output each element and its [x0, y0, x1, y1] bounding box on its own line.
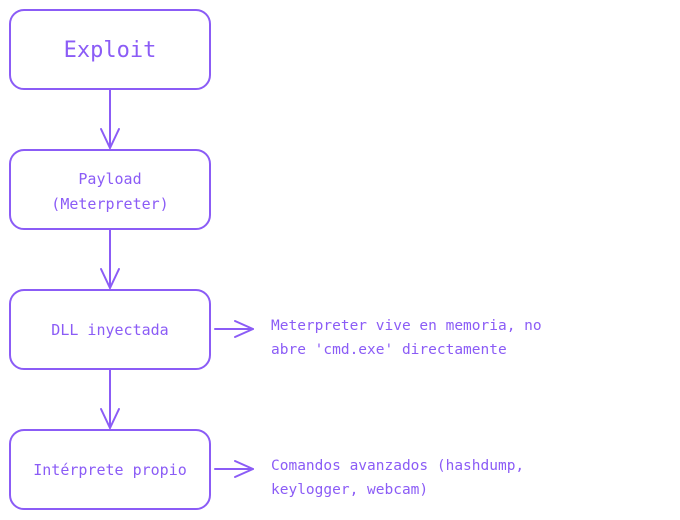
- arrow-dll-to-interpreter: [100, 369, 120, 429]
- commands-note-line1: Comandos avanzados (hashdump,: [271, 458, 524, 474]
- arrow-interpreter-to-note: [214, 460, 254, 478]
- node-label-interpreter: Intérprete propio: [33, 461, 187, 479]
- node-label-dll: DLL inyectada: [51, 321, 168, 339]
- node-label-payload-line2: (Meterpreter): [51, 195, 168, 213]
- arrow-exploit-to-payload: [100, 89, 120, 149]
- memory-note-line1: Meterpreter vive en memoria, no: [271, 318, 542, 334]
- memory-note-line2: abre 'cmd.exe' directamente: [271, 342, 507, 358]
- node-label-exploit: Exploit: [64, 38, 157, 63]
- node-box-interpreter: [9, 429, 211, 510]
- commands-note-line2: keylogger, webcam): [271, 482, 428, 498]
- arrow-payload-to-dll: [100, 229, 120, 289]
- arrow-dll-to-note: [214, 320, 254, 338]
- node-label-payload-line1: Payload: [78, 170, 141, 188]
- node-box-payload: [9, 149, 211, 230]
